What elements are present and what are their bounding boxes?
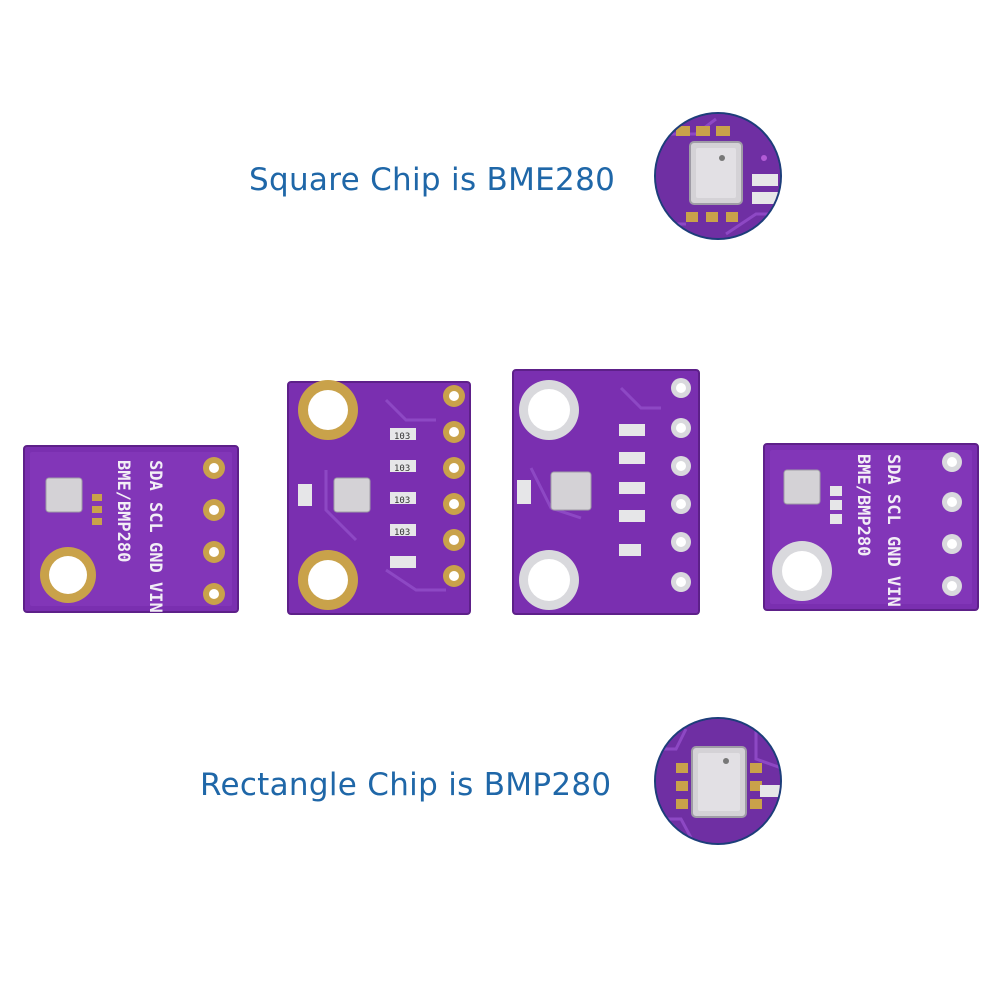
resistor-label: 103 [394, 432, 410, 442]
zoom-square-chip [654, 112, 782, 240]
board-left-pin-sda: SDA [145, 460, 165, 491]
zoom-square-chip-graphic [656, 114, 780, 238]
board-left-pin-scl: SCL [145, 502, 165, 533]
zoom-rectangle-chip-graphic [656, 719, 780, 843]
board-left-pin-gnd: GND [145, 542, 165, 573]
sensor-board-left: SDA SCL GND VIN BME/BMP280 [22, 444, 240, 616]
sensor-board-right-graphic: SDA SCL GND VIN BME/BMP280 [763, 443, 979, 611]
board-right-model-label: BME/BMP280 [853, 454, 873, 556]
sensor-board-gold-graphic [287, 380, 471, 615]
sensor-board-left-graphic: SDA SCL GND VIN BME/BMP280 [23, 445, 239, 613]
board-left-pin-vin: VIN [145, 582, 165, 613]
caption-bme280: Square Chip is BME280 [249, 162, 616, 198]
board-left-model-label: BME/BMP280 [113, 460, 133, 562]
resistor-label: 103 [394, 464, 410, 474]
sensor-board-silver [511, 368, 701, 616]
sensor-board-silver-graphic [512, 369, 700, 615]
zoom-rectangle-chip [654, 717, 782, 845]
sensor-board-right: SDA SCL GND VIN BME/BMP280 [762, 442, 980, 614]
board-right-pin-gnd: GND [883, 536, 903, 567]
caption-bmp280: Rectangle Chip is BMP280 [200, 767, 612, 803]
sensor-board-gold [286, 380, 472, 616]
board-right-pin-scl: SCL [883, 494, 903, 525]
resistor-label: 103 [394, 496, 410, 506]
board-right-pin-vin: VIN [883, 576, 903, 607]
resistor-label: 103 [394, 528, 410, 538]
board-right-pin-sda: SDA [883, 454, 903, 485]
resistor-label-group-gold: 103 103 103 103 [390, 428, 430, 552]
resistor-labels-gold: 103 103 103 103 [394, 432, 410, 538]
